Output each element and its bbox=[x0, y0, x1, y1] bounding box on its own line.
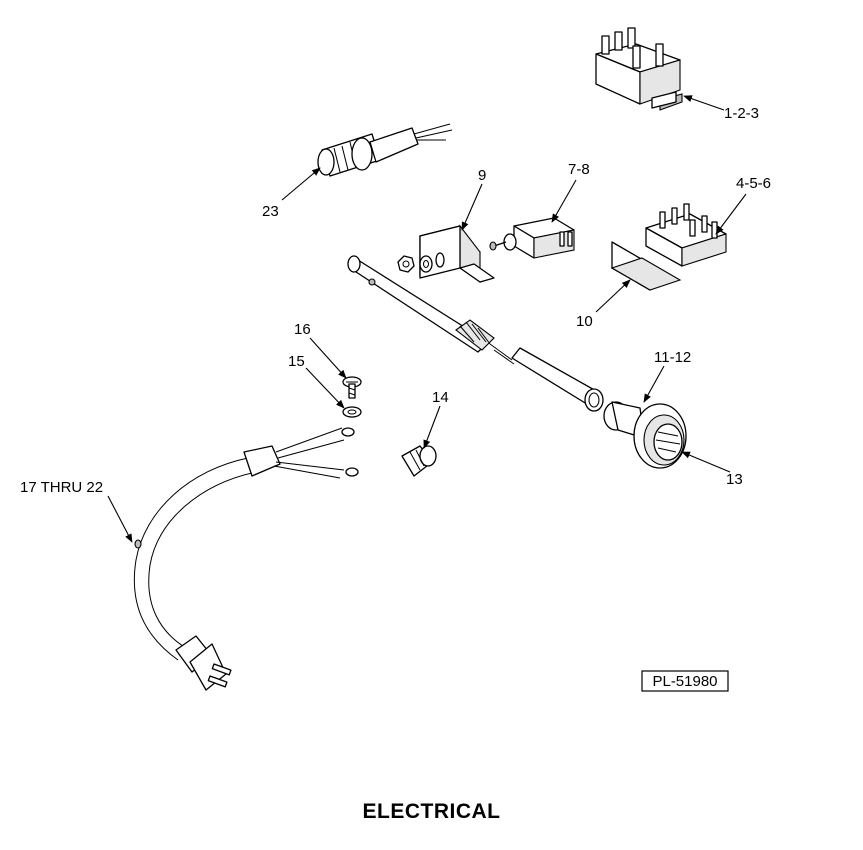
plate-number-box: PL-51980 bbox=[641, 670, 729, 692]
callout-23: 23 bbox=[262, 203, 279, 220]
callout-1-2-3: 1-2-3 bbox=[724, 105, 759, 122]
sleeve-part bbox=[511, 347, 604, 412]
screw-part bbox=[342, 376, 362, 399]
callout-9: 9 bbox=[478, 167, 486, 184]
plate-number: PL-51980 bbox=[652, 673, 717, 690]
leader-10 bbox=[595, 279, 631, 313]
sensor-probe-part bbox=[317, 123, 453, 177]
diagram-caption: ELECTRICAL bbox=[362, 800, 501, 823]
callout-10: 10 bbox=[576, 313, 593, 330]
leader-11-12 bbox=[643, 365, 665, 403]
insulator-plate-part bbox=[610, 241, 682, 291]
callout-17-thru-22: 17 THRU 22 bbox=[20, 479, 103, 496]
terminal-block-part bbox=[645, 203, 727, 267]
callout-labels: 1-2-3 4-5-6 7-8 9 10 11-12 13 14 15 16 1… bbox=[20, 105, 771, 496]
shaft-part bbox=[347, 255, 515, 365]
leader-9 bbox=[461, 183, 483, 231]
callout-13: 13 bbox=[726, 471, 743, 488]
leader-16 bbox=[309, 337, 347, 379]
nut-washer-part bbox=[397, 252, 445, 273]
callout-16: 16 bbox=[294, 321, 311, 338]
lockwasher-part bbox=[342, 406, 362, 418]
leader-17-22 bbox=[107, 495, 133, 543]
leader-15 bbox=[305, 367, 345, 409]
leader-1-2-3 bbox=[683, 95, 725, 111]
leader-4-5-6 bbox=[715, 193, 747, 235]
power-cord-part bbox=[133, 427, 359, 691]
wire-nut-part bbox=[401, 445, 437, 477]
callout-leaders bbox=[107, 95, 747, 543]
leader-23 bbox=[281, 167, 321, 201]
relay-part bbox=[595, 27, 683, 111]
leader-7-8 bbox=[551, 179, 577, 223]
leader-13 bbox=[681, 451, 731, 473]
mounting-bracket-part bbox=[419, 224, 495, 284]
thermostat-knob-part bbox=[603, 401, 687, 469]
leader-14 bbox=[423, 405, 441, 449]
callout-15: 15 bbox=[288, 353, 305, 370]
callout-11-12: 11-12 bbox=[654, 349, 691, 366]
callout-14: 14 bbox=[432, 389, 449, 406]
toggle-switch-part bbox=[489, 217, 575, 259]
callout-7-8: 7-8 bbox=[568, 161, 590, 178]
callout-4-5-6: 4-5-6 bbox=[736, 175, 771, 192]
